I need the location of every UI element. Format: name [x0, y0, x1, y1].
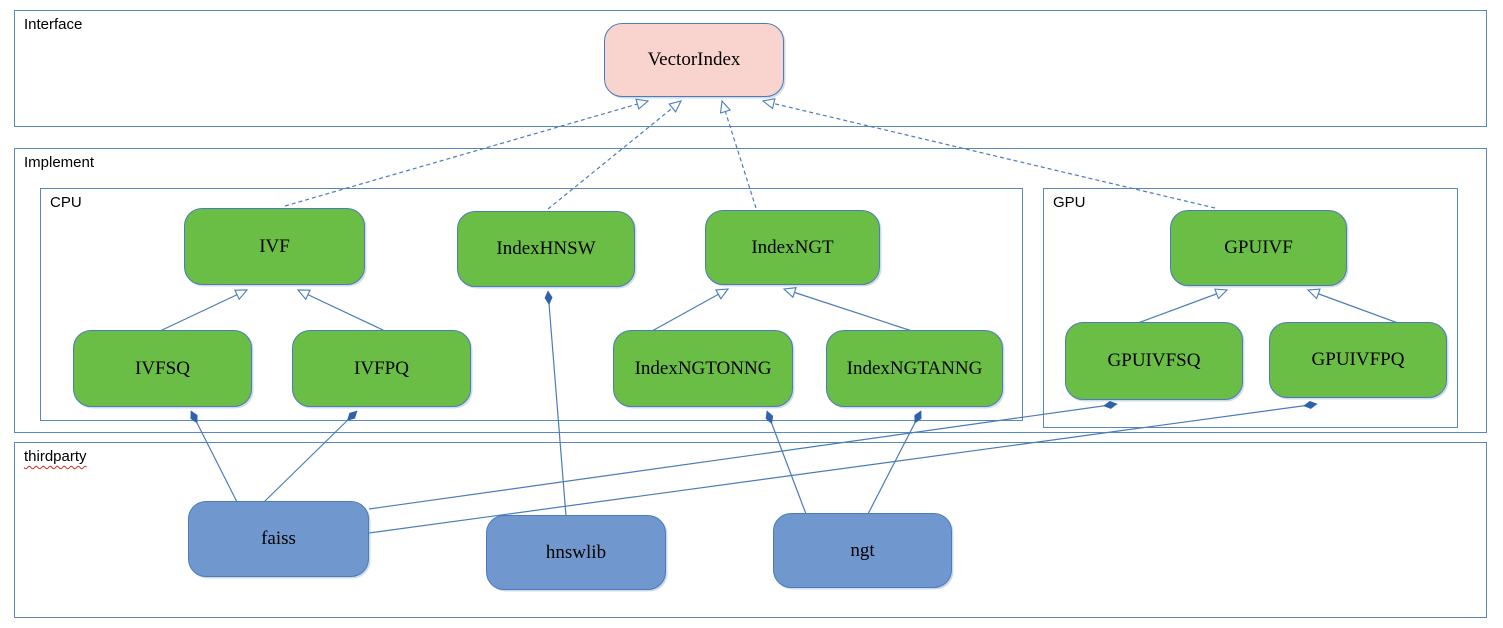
container-implement-label: Implement	[24, 154, 95, 171]
node-ngt[interactable]: ngt	[773, 513, 952, 588]
node-ivf[interactable]: IVF	[184, 208, 365, 285]
node-hnswlib-label: hnswlib	[545, 541, 607, 563]
node-indexngtonng[interactable]: IndexNGTONNG	[613, 330, 793, 407]
node-gpuivf-label: GPUIVF	[1224, 237, 1293, 258]
node-indexngtanng[interactable]: IndexNGTANNG	[826, 330, 1003, 407]
node-indexngtonng-label: IndexNGTONNG	[634, 357, 772, 379]
node-ivfpq[interactable]: IVFPQ	[292, 330, 471, 407]
node-ivf-label: IVF	[259, 235, 290, 257]
node-indexngt[interactable]: IndexNGT	[705, 210, 880, 285]
node-gpuivfsq[interactable]: GPUIVFSQ	[1065, 322, 1243, 400]
node-indexngtanng-label: IndexNGTANNG	[846, 357, 983, 379]
container-interface-label: Interface	[24, 16, 83, 33]
node-indexhnsw-label: IndexHNSW	[496, 238, 596, 259]
node-gpuivfpq[interactable]: GPUIVFPQ	[1269, 322, 1447, 398]
node-ivfsq-label: IVFSQ	[135, 357, 190, 379]
node-indexhnsw[interactable]: IndexHNSW	[457, 211, 635, 287]
container-gpu-label: GPU	[1053, 194, 1086, 211]
node-gpuivfpq-label: GPUIVFPQ	[1311, 349, 1405, 370]
container-cpu-label: CPU	[50, 194, 82, 211]
container-thirdparty-label: thirdparty	[24, 448, 87, 465]
node-vectorindex-label: VectorIndex	[647, 49, 741, 70]
node-ngt-label: ngt	[850, 539, 875, 561]
node-gpuivfsq-label: GPUIVFSQ	[1107, 350, 1201, 371]
node-faiss-label: faiss	[261, 528, 296, 549]
node-ivfsq[interactable]: IVFSQ	[73, 330, 252, 407]
node-faiss[interactable]: faiss	[188, 501, 369, 577]
node-indexngt-label: IndexNGT	[751, 236, 834, 258]
node-gpuivf[interactable]: GPUIVF	[1170, 210, 1347, 286]
node-vectorindex[interactable]: VectorIndex	[604, 23, 784, 97]
node-hnswlib[interactable]: hnswlib	[486, 515, 666, 590]
node-ivfpq-label: IVFPQ	[354, 357, 409, 379]
